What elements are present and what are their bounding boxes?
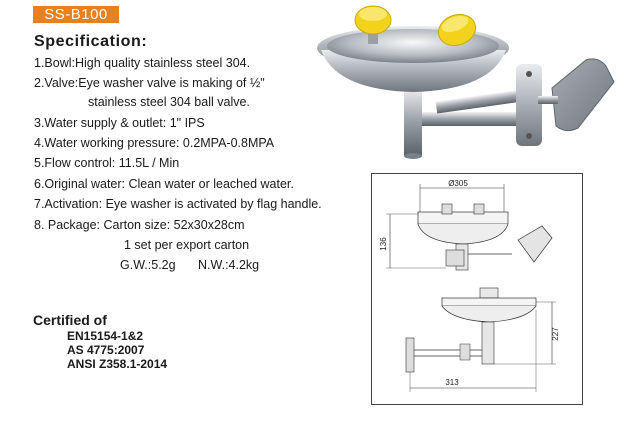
wall-bracket (516, 64, 542, 146)
spec-original-water: 6.Original water: Clean water or leached… (34, 177, 294, 191)
dim-height-side: 227 (551, 327, 560, 341)
flag-handle (551, 58, 615, 132)
cert-as4775: AS 4775:2007 (67, 343, 145, 357)
drawing-flag-handle (517, 225, 553, 263)
drawing-bowl-side (441, 297, 537, 307)
spec-pressure: 4.Water working pressure: 0.2MPA-0.8MPA (34, 136, 275, 150)
spec-valve-cont: stainless steel 304 ball valve. (88, 95, 250, 109)
spec-package: 8. Package: Carton size: 52x30x28cm (34, 218, 245, 232)
dim-depth: 313 (445, 378, 459, 387)
cert-en15154: EN15154-1&2 (67, 329, 144, 343)
spec-net-weight: N.W.:4.2kg (198, 258, 260, 272)
spec-valve: 2.Valve:Eye washer valve is making of ½" (34, 76, 265, 90)
spec-water-supply: 3.Water supply & outlet: 1" IPS (34, 116, 205, 130)
cert-ansi: ANSI Z358.1-2014 (67, 357, 168, 371)
specification-title: Specification: (34, 33, 148, 50)
dim-height-top: 136 (379, 237, 388, 251)
spec-bowl: 1.Bowl:High quality stainless steel 304. (34, 56, 251, 70)
model-badge: SS-B100 (33, 6, 119, 23)
spec-flow: 5.Flow control: 11.5L / Min (34, 156, 180, 170)
supply-pipe (422, 112, 530, 126)
dim-diameter: Ø305 (448, 179, 468, 188)
certified-title: Certified of (33, 312, 107, 328)
drain-pipe (404, 86, 422, 156)
spec-gross-weight: G.W.:5.2g (120, 258, 176, 272)
drawing-bowl-top (417, 211, 509, 225)
spec-activation: 7.Activation: Eye washer is activated by… (34, 197, 322, 211)
drawing-wall-plate (405, 337, 415, 373)
technical-drawing: Ø305 136 227 313 (371, 173, 583, 405)
spec-package-qty: 1 set per export carton (124, 238, 250, 252)
product-photo (317, 5, 615, 159)
